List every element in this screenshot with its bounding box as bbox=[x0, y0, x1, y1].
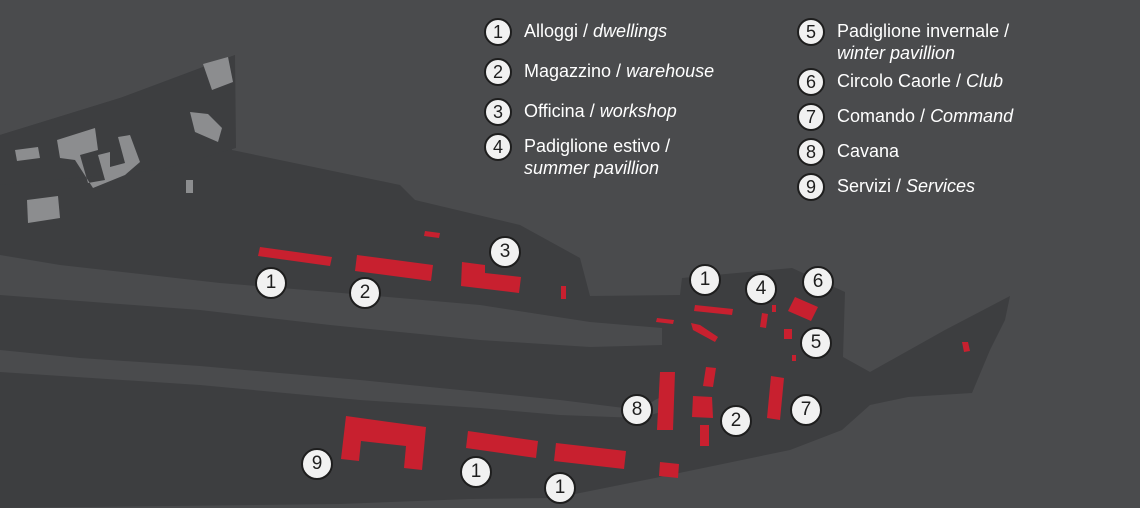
building-red-winter-pavillion bbox=[784, 329, 792, 339]
highlighted-buildings bbox=[258, 231, 970, 478]
map-marker-6-club: 6 bbox=[802, 266, 834, 298]
legend-number-badge: 2 bbox=[484, 58, 512, 86]
building-red-warehouse-a bbox=[355, 255, 433, 281]
building-gray-4 bbox=[15, 147, 40, 161]
legend-column-1: 1 Alloggi / dwellings 2 Magazzino / ware… bbox=[484, 18, 724, 183]
map-marker-1-dwellings: 1 bbox=[689, 264, 721, 296]
legend-number-badge: 4 bbox=[484, 133, 512, 161]
legend-number-badge: 5 bbox=[797, 18, 825, 46]
legend-label: Comando / Command bbox=[837, 106, 1014, 126]
legend-item: 3 Officina / workshop bbox=[484, 98, 724, 133]
legend-item: 6 Circolo Caorle / Club bbox=[797, 68, 1047, 103]
legend-item: 2 Magazzino / warehouse bbox=[484, 58, 724, 98]
north-arm-land bbox=[0, 55, 236, 185]
map-marker-3-workshop: 3 bbox=[489, 236, 521, 268]
existing-buildings bbox=[15, 57, 233, 223]
building-red-small-d bbox=[691, 323, 718, 342]
building-gray-6 bbox=[186, 180, 193, 193]
legend-item: 8 Cavana bbox=[797, 138, 1047, 173]
building-gray-3 bbox=[57, 128, 140, 188]
building-red-small-f bbox=[792, 355, 796, 361]
legend-number-badge: 7 bbox=[797, 103, 825, 131]
legend-number-badge: 3 bbox=[484, 98, 512, 126]
building-red-services bbox=[341, 416, 426, 470]
map-marker-1-dwellings: 1 bbox=[255, 267, 287, 299]
legend-column-2: 5 Padiglione invernale / winter pavillio… bbox=[797, 18, 1047, 208]
map-marker-8-cavana: 8 bbox=[621, 394, 653, 426]
legend-number-badge: 8 bbox=[797, 138, 825, 166]
building-red-workshop bbox=[461, 262, 521, 293]
map-marker-4-summer-pavillion: 4 bbox=[745, 273, 777, 305]
building-red-small-c bbox=[656, 318, 674, 324]
legend-label: Magazzino / warehouse bbox=[524, 61, 715, 81]
building-red-club bbox=[788, 297, 818, 321]
legend-number-badge: 6 bbox=[797, 68, 825, 96]
building-red-small-e bbox=[772, 305, 776, 312]
legend-label: Cavana bbox=[837, 141, 900, 161]
map-marker-1-dwellings: 1 bbox=[460, 456, 492, 488]
building-red-small-g bbox=[703, 367, 716, 387]
map-marker-9-services: 9 bbox=[301, 448, 333, 480]
legend-label: Alloggi / dwellings bbox=[524, 21, 668, 41]
building-red-cavana bbox=[657, 372, 675, 430]
building-gray-5 bbox=[27, 196, 60, 223]
building-red-summer-pavillion bbox=[760, 313, 768, 328]
middle-canal bbox=[0, 350, 668, 418]
legend-label: Servizi / Services bbox=[837, 176, 976, 196]
building-red-warehouse-b bbox=[692, 396, 713, 418]
building-red-small-a bbox=[424, 231, 440, 238]
legend-item: 9 Servizi / Services bbox=[797, 173, 1047, 208]
building-red-dwellings-c bbox=[466, 431, 538, 458]
legend-item: 1 Alloggi / dwellings bbox=[484, 18, 724, 58]
building-red-dwellings-a bbox=[258, 247, 332, 266]
legend-label: Circolo Caorle / Club bbox=[837, 71, 1004, 91]
building-gray-1 bbox=[203, 57, 233, 90]
building-gray-2 bbox=[190, 112, 222, 142]
legend-label: Padiglione invernale / winter pavillion bbox=[837, 21, 1010, 63]
building-red-command bbox=[767, 376, 784, 420]
building-red-small-i bbox=[659, 462, 679, 478]
upper-canal bbox=[0, 255, 662, 347]
legend-item: 5 Padiglione invernale / winter pavillio… bbox=[797, 18, 1047, 68]
legend-label: Officina / workshop bbox=[524, 101, 677, 121]
map-marker-5-winter-pavillion: 5 bbox=[800, 327, 832, 359]
building-red-small-j bbox=[962, 342, 970, 352]
building-red-dwellings-d bbox=[554, 443, 626, 469]
building-red-small-b bbox=[561, 286, 566, 299]
legend-number-badge: 9 bbox=[797, 173, 825, 201]
map-marker-2-warehouse: 2 bbox=[349, 277, 381, 309]
map-marker-7-command: 7 bbox=[790, 394, 822, 426]
building-red-dwellings-b bbox=[694, 305, 733, 315]
map-marker-2-warehouse: 2 bbox=[720, 405, 752, 437]
building-red-small-h bbox=[700, 425, 709, 446]
map-marker-1-dwellings: 1 bbox=[544, 472, 576, 504]
legend-item: 4 Padiglione estivo / summer pavillion bbox=[484, 133, 724, 183]
legend-item: 7 Comando / Command bbox=[797, 103, 1047, 138]
legend-label: Padiglione estivo / summer pavillion bbox=[524, 136, 671, 178]
legend-number-badge: 1 bbox=[484, 18, 512, 46]
